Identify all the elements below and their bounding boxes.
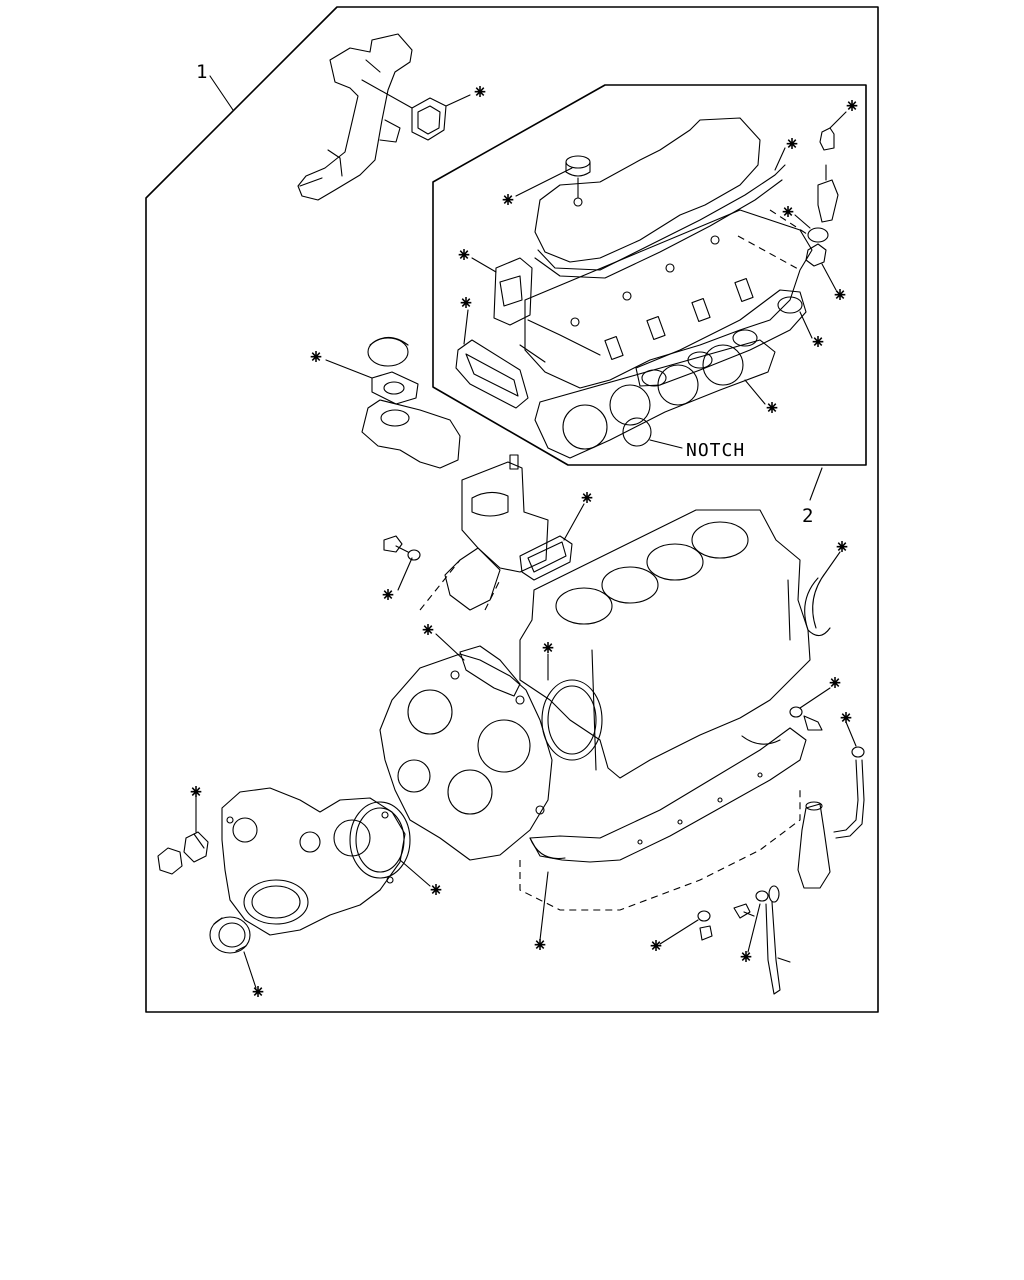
timing-cover bbox=[221, 787, 406, 936]
kit-marker-21: ⁕ bbox=[532, 933, 549, 957]
thermostat bbox=[367, 336, 409, 367]
label-2-leader bbox=[809, 467, 823, 501]
oil-pan bbox=[519, 790, 801, 911]
head-cover-gasket-left bbox=[493, 257, 533, 326]
kit-marker-8: ⁕ bbox=[458, 291, 475, 315]
kit-marker-15: ⁕ bbox=[420, 618, 437, 642]
kit-marker-13: ⁕ bbox=[380, 583, 397, 607]
oil-cooler-gasket bbox=[519, 535, 573, 581]
plug-gasket bbox=[183, 831, 209, 863]
thermostat-gasket bbox=[371, 371, 419, 405]
kit-marker-22: ⁕ bbox=[648, 934, 665, 958]
kit-marker-23: ⁕ bbox=[738, 945, 755, 969]
kit-marker-4: ⁕ bbox=[844, 94, 861, 118]
kit-marker-20: ⁕ bbox=[428, 878, 445, 902]
plug-cap bbox=[157, 847, 183, 875]
kit-marker-16: ⁕ bbox=[540, 636, 557, 660]
kit-1-frame bbox=[145, 6, 879, 1013]
pipe-flange-gasket bbox=[411, 97, 447, 141]
crankshaft-front-seal bbox=[209, 916, 251, 954]
kit-marker-6: ⁕ bbox=[832, 283, 849, 307]
oil-filter-cartridge bbox=[797, 801, 831, 889]
kit-marker-1: ⁕ bbox=[472, 80, 489, 104]
bolt-washer-small bbox=[383, 535, 421, 561]
side-cover-gasket bbox=[455, 339, 529, 409]
kit-marker-18: ⁕ bbox=[838, 706, 855, 730]
gear-case-gasket bbox=[459, 645, 521, 697]
kit-markers: ⁕ ⁕ ⁕ ⁕ ⁕ ⁕ ⁕ ⁕ ⁕ ⁕ ⁕ ⁕ ⁕ ⁕ ⁕ ⁕ ⁕ ⁕ ⁕ ⁕ … bbox=[188, 80, 861, 1004]
cylinder-head bbox=[519, 209, 813, 389]
valve-cover bbox=[534, 117, 786, 279]
oil-pipe bbox=[833, 746, 865, 839]
kit-marker-9: ⁕ bbox=[810, 330, 827, 354]
drain-plug-washer bbox=[789, 706, 823, 731]
timing-cover-gasket-ring bbox=[349, 801, 411, 879]
water-pipe-part bbox=[297, 33, 413, 201]
kit-marker-19: ⁕ bbox=[188, 780, 205, 804]
dipstick bbox=[755, 885, 791, 995]
front-o-ring bbox=[541, 679, 603, 761]
head-gasket bbox=[534, 339, 776, 459]
kit-marker-14: ⁕ bbox=[834, 535, 851, 559]
kit-marker-3: ⁕ bbox=[784, 132, 801, 156]
notch-callout: NOTCH bbox=[686, 440, 745, 461]
oil-pan-gasket bbox=[529, 727, 807, 863]
injector-nozzle bbox=[817, 127, 839, 223]
exhaust-manifold-gasket bbox=[635, 289, 807, 387]
rear-oil-seal bbox=[804, 571, 831, 637]
thermostat-housing bbox=[361, 399, 461, 469]
label-1: 1 bbox=[196, 61, 207, 83]
oil-pan-end-seal bbox=[529, 735, 781, 860]
notch-circle bbox=[622, 417, 652, 447]
kit-marker-2: ⁕ bbox=[500, 188, 517, 212]
dipstick-bolt bbox=[697, 903, 755, 941]
cylinder-block bbox=[519, 509, 811, 779]
label-2: 2 bbox=[802, 505, 813, 527]
kit-2-frame bbox=[432, 84, 867, 466]
kit-marker-12: ⁕ bbox=[579, 486, 596, 510]
kit-marker-10: ⁕ bbox=[764, 396, 781, 420]
kit-marker-11: ⁕ bbox=[308, 345, 325, 369]
kit-marker-5: ⁕ bbox=[780, 200, 797, 224]
kit-marker-7: ⁕ bbox=[456, 243, 473, 267]
oil-filler-cap bbox=[565, 155, 591, 207]
injector-seal bbox=[805, 243, 827, 267]
injector-o-ring bbox=[807, 227, 829, 243]
gear-case-plate bbox=[379, 653, 553, 861]
label-1-leader bbox=[209, 75, 234, 111]
kit-marker-24: ⁕ bbox=[250, 980, 267, 1004]
kit-marker-17: ⁕ bbox=[827, 671, 844, 695]
